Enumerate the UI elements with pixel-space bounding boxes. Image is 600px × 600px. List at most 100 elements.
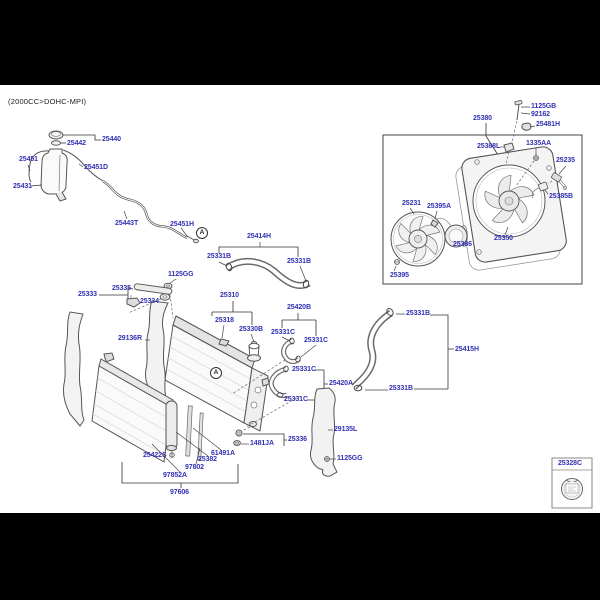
fan-blade-drawing: [390, 207, 446, 267]
view-marker-a-1: A: [196, 227, 208, 239]
reservoir-tank-drawing: [40, 148, 68, 195]
reservoir-to-radiator-hose-drawing: [281, 313, 317, 364]
stud-icon: [169, 449, 175, 458]
lower-radiator-hose-drawing: [351, 307, 454, 392]
part-label-25422s[interactable]: 25422S: [143, 452, 167, 459]
part-label-25331b-1[interactable]: 25331B: [207, 253, 231, 260]
cap-reference-box: [551, 457, 593, 509]
part-label-25481h[interactable]: 25481H: [536, 121, 560, 128]
air-guard-left-drawing: [63, 300, 169, 427]
small-bracket-icon: [126, 297, 141, 308]
part-label-25431[interactable]: 25431: [13, 183, 32, 190]
hose-clamp-icon: [302, 279, 310, 289]
part-label-25235[interactable]: 25235: [556, 157, 575, 164]
part-label-29135l[interactable]: 29135L: [334, 426, 358, 433]
part-label-25310[interactable]: 25310: [220, 292, 239, 299]
mounting-rod-drawing: [133, 283, 173, 295]
thermo-sensor-icon: [550, 165, 567, 190]
part-label-25380[interactable]: 25380: [473, 115, 492, 122]
seal-strip-drawing: [197, 412, 204, 461]
engine-variant-label: (2000CC>DOHC-MPI): [8, 97, 87, 106]
hose-clamp-icon: [353, 384, 363, 392]
part-label-25350[interactable]: 25350: [494, 235, 513, 242]
hose-clamp-icon: [276, 392, 284, 398]
letterbox-bottom: [0, 513, 600, 600]
radiator-clip-icon: [218, 338, 230, 347]
radiator-vent-hose-drawing: [245, 365, 328, 428]
part-label-61491a[interactable]: 61491A: [211, 450, 235, 457]
part-label-25331c-2[interactable]: 25331C: [304, 337, 328, 344]
part-label-97802[interactable]: 97802: [185, 464, 204, 471]
part-label-25440[interactable]: 25440: [102, 136, 121, 143]
bolt-icon: [393, 259, 400, 272]
fan-assembly-frame: [382, 134, 583, 285]
part-label-25336[interactable]: 25336: [288, 436, 307, 443]
tube-end-fitting-drawing: [193, 238, 199, 244]
sensor-connector-icon: [531, 180, 553, 199]
fan-motor-drawing: [436, 217, 468, 248]
part-label-25385b[interactable]: 25385B: [549, 193, 573, 200]
part-label-97852a[interactable]: 97852A: [163, 472, 187, 479]
hose-clamp-icon: [283, 365, 289, 373]
reservoir-tank-assembly: [27, 130, 199, 244]
air-guard-right-drawing: [310, 387, 338, 477]
washer-icons: [233, 429, 287, 446]
part-label-92162[interactable]: 92162: [531, 111, 550, 118]
part-label-1481ja[interactable]: 1481JA: [250, 440, 274, 447]
clip-icon: [521, 122, 532, 131]
cap-gasket-drawing: [51, 140, 61, 146]
part-label-25415h[interactable]: 25415H: [455, 346, 479, 353]
condenser-assembly-drawing: [91, 352, 287, 488]
radiator-cap-drawing: [561, 478, 583, 500]
part-label-25420a[interactable]: 25420A: [329, 380, 353, 387]
part-label-25333[interactable]: 25333: [78, 291, 97, 298]
part-label-25442[interactable]: 25442: [67, 140, 86, 147]
part-label-25451h[interactable]: 25451H: [170, 221, 194, 228]
part-label-29136r[interactable]: 29136R: [118, 335, 142, 342]
clip-icon: [430, 219, 439, 228]
part-label-25395[interactable]: 25395: [390, 272, 409, 279]
part-label-1125gb[interactable]: 1125GB: [531, 103, 557, 110]
part-label-25331c-1[interactable]: 25331C: [271, 329, 295, 336]
upper-radiator-hose-drawing: [218, 242, 311, 289]
drain-outlet-drawing: [249, 421, 257, 427]
part-label-25386[interactable]: 25386: [453, 241, 472, 248]
part-label-25334[interactable]: 25334: [140, 298, 159, 305]
part-label-25335[interactable]: 25335: [112, 285, 131, 292]
hose-clamp-icon: [289, 337, 295, 345]
part-label-25331c-3[interactable]: 25331C: [292, 366, 316, 373]
part-label-25331b-4[interactable]: 25331B: [389, 385, 413, 392]
part-label-97606[interactable]: 97606: [170, 489, 189, 496]
letterbox-top: [0, 0, 600, 85]
part-label-1125gg-1[interactable]: 1125GG: [168, 271, 194, 278]
overflow-hose-drawing: [28, 150, 50, 183]
part-label-25382[interactable]: 25382: [198, 456, 217, 463]
part-label-25414h[interactable]: 25414H: [247, 233, 271, 240]
fan-shroud-drawing: [455, 146, 567, 271]
part-label-1125gg-2[interactable]: 1125GG: [337, 455, 363, 462]
radiator-drawing: [164, 301, 286, 432]
part-label-25420b[interactable]: 25420B: [287, 304, 311, 311]
part-label-25318[interactable]: 25318: [215, 317, 234, 324]
hose-clamp-icon: [386, 307, 394, 317]
receiver-drier-drawing: [165, 400, 178, 450]
part-label-25451[interactable]: 25451: [19, 156, 38, 163]
part-label-25395a[interactable]: 25395A: [427, 203, 451, 210]
part-label-25331b-2[interactable]: 25331B: [287, 258, 311, 265]
part-label-25388l[interactable]: 25388L: [477, 143, 501, 150]
part-label-25451d[interactable]: 25451D: [84, 164, 108, 171]
part-label-25231[interactable]: 25231: [402, 200, 421, 207]
filler-neck-drawing: [248, 342, 260, 350]
part-label-25331c-4[interactable]: 25331C: [284, 396, 308, 403]
fan-assembly-box: [382, 99, 583, 285]
bolt-icon: [515, 148, 539, 187]
shroud-bracket-drawing: [503, 142, 515, 153]
part-label-25331b-3[interactable]: 25331B: [406, 310, 430, 317]
part-label-1335aa[interactable]: 1335AA: [526, 140, 552, 147]
part-label-25330b[interactable]: 25330B: [239, 326, 263, 333]
hose-clamp-icon: [225, 262, 233, 272]
part-label-25328c[interactable]: 25328C: [558, 460, 582, 467]
part-label-25443t[interactable]: 25443T: [115, 220, 139, 227]
